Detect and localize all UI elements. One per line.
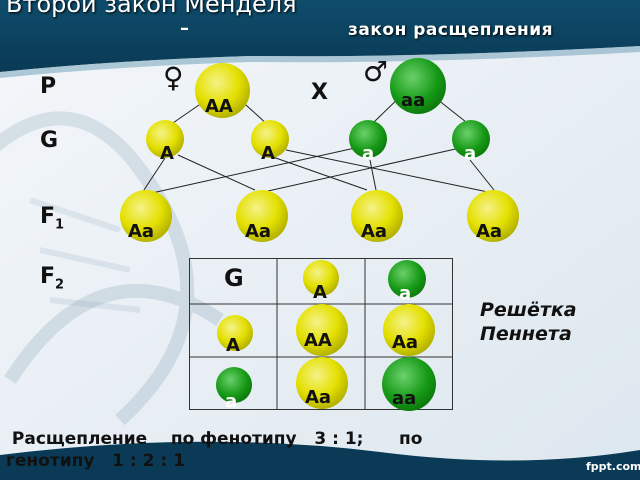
f1-offspring-2-ball (236, 190, 288, 242)
label-f2: F2 (40, 264, 65, 293)
punnett-cell-1-2-ball (383, 304, 435, 356)
label-p: P (40, 74, 57, 99)
punnett-cell-2-1-label: Аа (305, 387, 332, 408)
gamete-3-ball (349, 120, 387, 158)
punnett-col-2-ball (388, 260, 426, 298)
slide-subtitle: закон расщепления (348, 20, 554, 40)
male-symbol-icon: ♂ (363, 55, 389, 88)
cross-symbol: X (311, 80, 328, 105)
gamete-4-ball (452, 120, 490, 158)
punnett-row-2-ball (216, 367, 252, 403)
punnett-corner-label: G (224, 264, 244, 292)
parent-female-ball (195, 63, 250, 118)
punnett-col-1-ball (303, 260, 339, 296)
credit-watermark: fppt.com (586, 460, 640, 473)
punnett-row-1-ball (217, 315, 253, 351)
punnett-cell-2-1-ball (296, 357, 348, 409)
label-f1: F1 (40, 204, 65, 233)
punnett-cell-1-1-label: АА (304, 330, 332, 351)
slide-title: Второй закон Менделя (6, 0, 297, 18)
gamete-1-label: А (160, 143, 174, 164)
punnett-caption: Решётка Пеннета (480, 299, 577, 345)
punnett-cell-1-2-label: Аа (392, 332, 419, 353)
label-g: G (40, 128, 59, 153)
punnett-cell-1-1-ball (296, 304, 348, 356)
gamete-3-label: а (362, 143, 375, 164)
gamete-1-ball (146, 120, 184, 158)
f1-offspring-4-label: Аа (476, 221, 503, 242)
gamete-4-label: а (464, 143, 477, 164)
parent-male-genotype: аа (401, 90, 426, 111)
f1-offspring-2-label: Аа (245, 221, 272, 242)
f1-offspring-1-ball (120, 190, 172, 242)
f1-offspring-3-label: Аа (361, 221, 388, 242)
parent-male-ball (390, 58, 446, 114)
female-symbol-icon: ♀ (163, 61, 184, 94)
f1-offspring-4-ball (467, 190, 519, 242)
punnett-col-2-label: а (399, 283, 412, 304)
gamete-2-ball (251, 120, 289, 158)
punnett-col-1-label: А (313, 282, 327, 303)
title-dash: – (180, 18, 189, 39)
punnett-row-2-label: а (225, 391, 238, 412)
punnett-row-1-label: А (226, 335, 240, 356)
gamete-2-label: А (261, 143, 275, 164)
parent-female-genotype: АА (205, 96, 233, 117)
punnett-cell-2-2-label: аа (392, 388, 417, 409)
f1-offspring-3-ball (351, 190, 403, 242)
punnett-cell-2-2-ball (382, 357, 436, 411)
punnett-square (189, 258, 453, 410)
f1-offspring-1-label: Аа (128, 221, 155, 242)
